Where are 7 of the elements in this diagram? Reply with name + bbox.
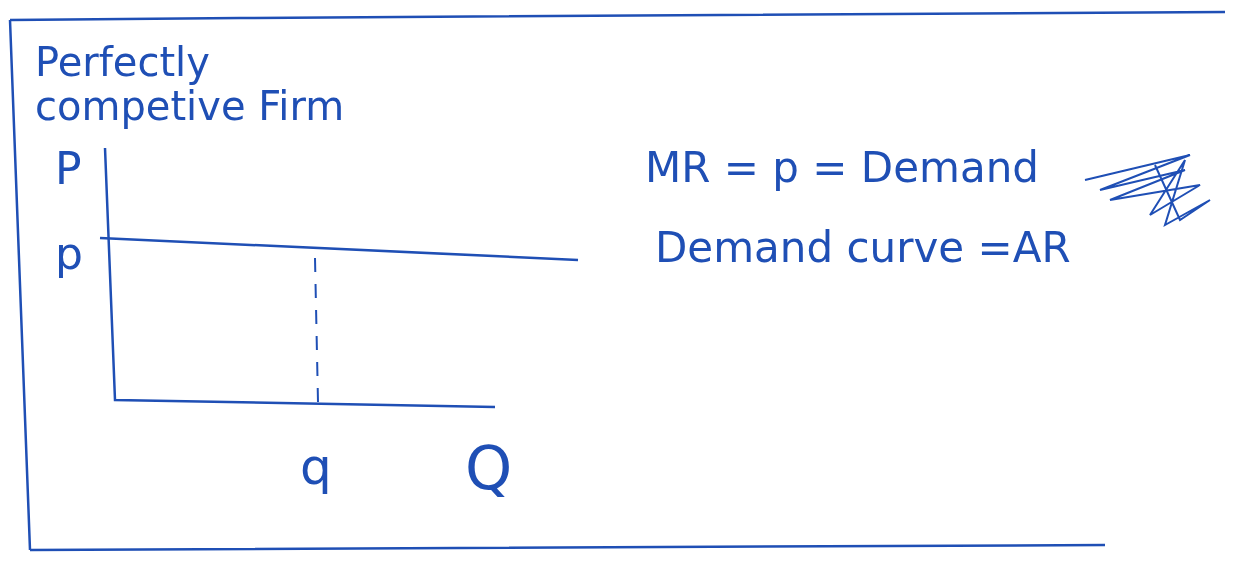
axis-label: P — [55, 145, 82, 194]
axis-label: Q — [465, 435, 513, 501]
title: Perfectly competive Firm — [35, 40, 346, 128]
tick-label: q — [300, 440, 332, 495]
equation-text: MR = p = Demand — [645, 145, 1039, 192]
equation-text: Demand curve =AR — [655, 225, 1071, 272]
tick-label: p — [55, 230, 83, 279]
